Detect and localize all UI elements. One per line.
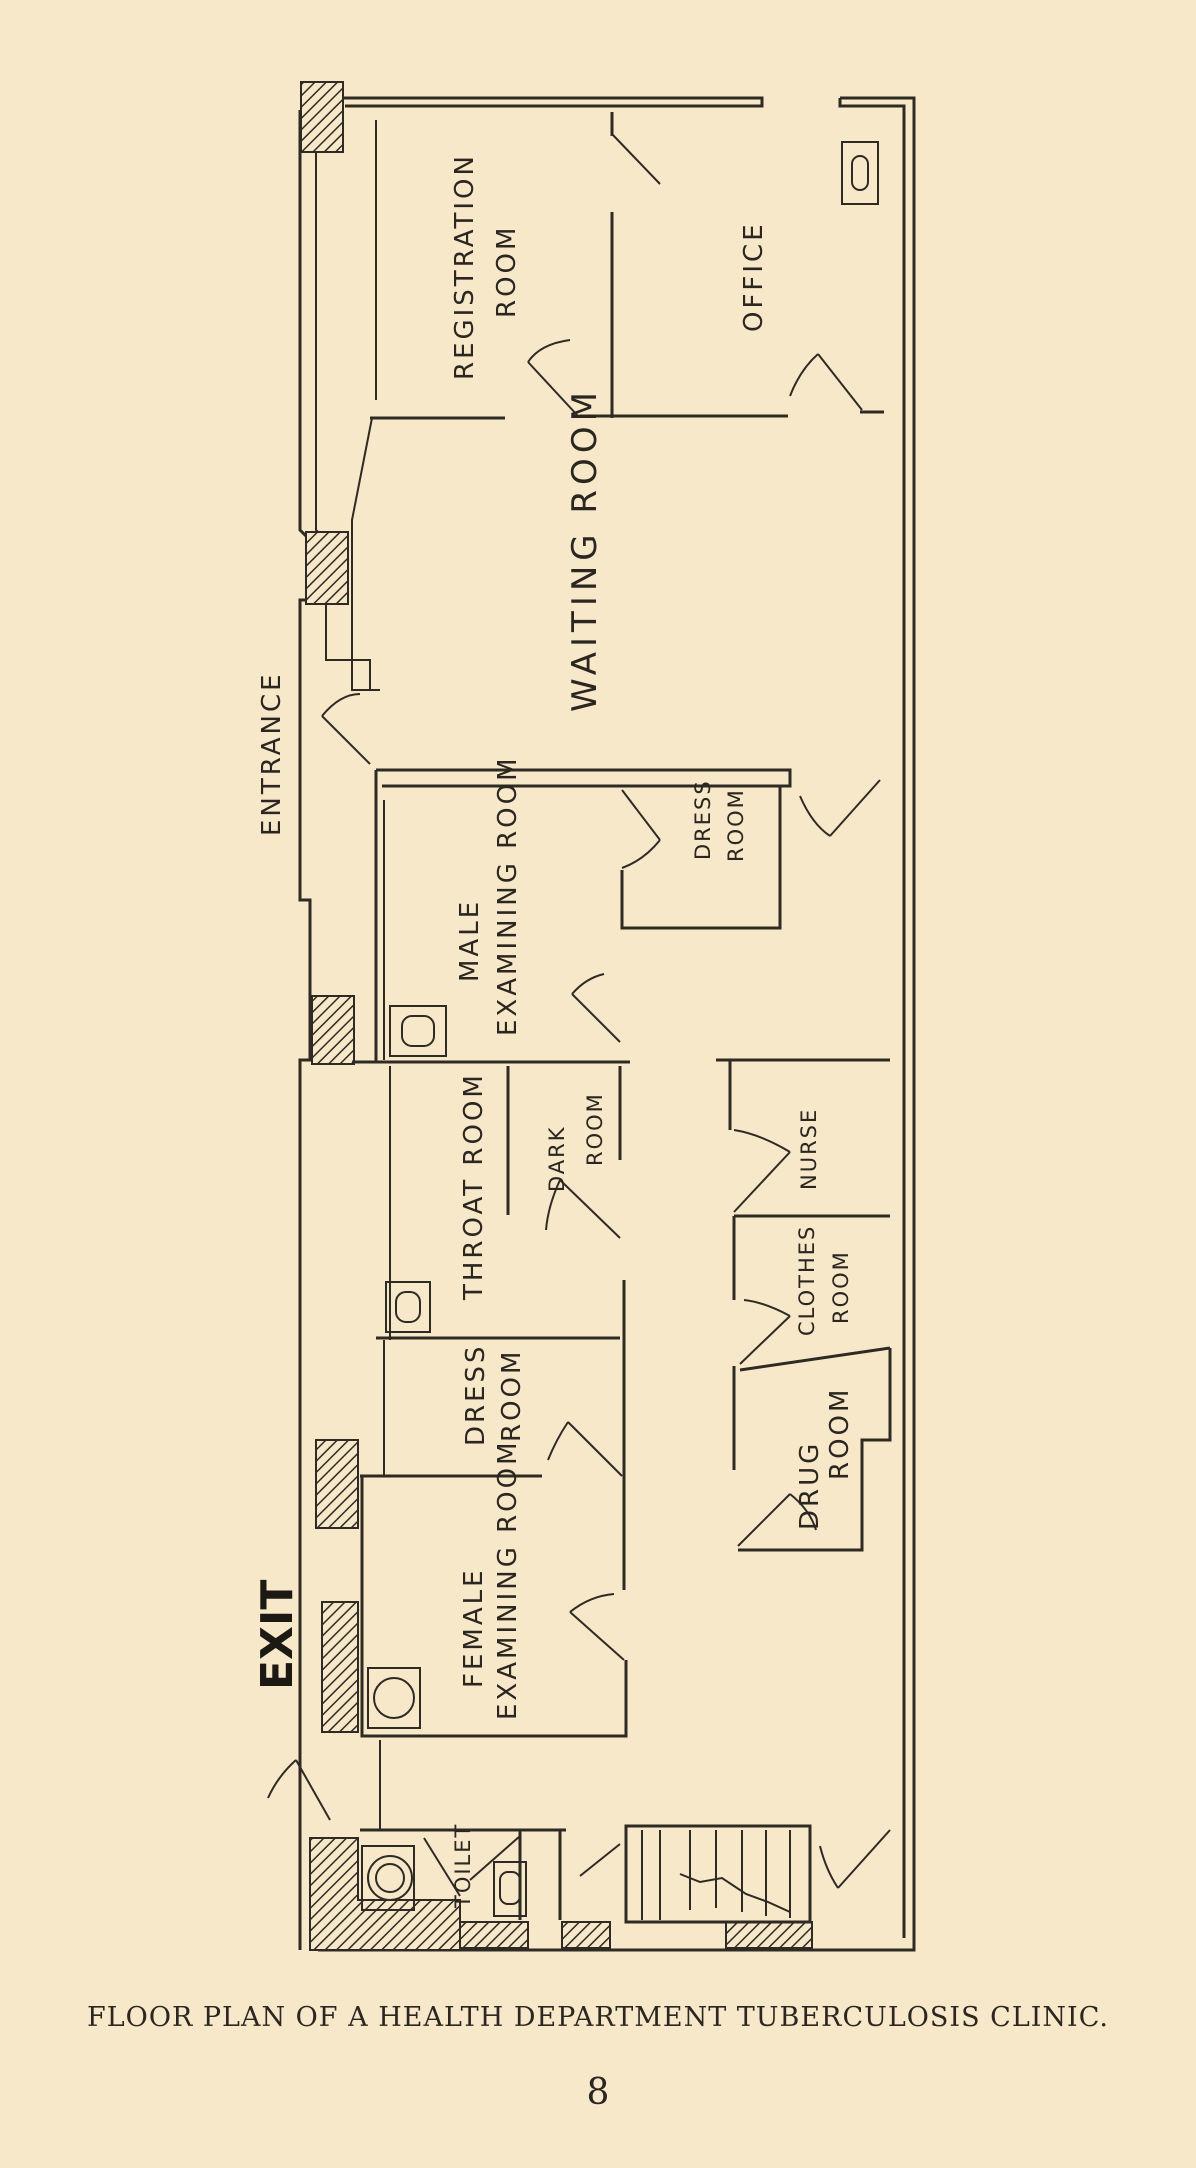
masonry <box>300 81 813 1951</box>
dark-room-label-1: DARK <box>545 1125 569 1192</box>
entrance-label: ENTRANCE <box>257 671 287 836</box>
throat-room-label: THROAT ROOM <box>459 1072 489 1301</box>
drug-label-1: DRUG <box>795 1441 825 1530</box>
dress-room-2-label-2: ROOM <box>497 1349 527 1442</box>
toilet-label: TOILET <box>451 1823 475 1909</box>
fixtures <box>361 141 879 1917</box>
male-label-2: EXAMINING ROOM <box>493 755 523 1036</box>
waiting-room-label: WAITING ROOM <box>565 387 605 712</box>
drug-label-2: ROOM <box>825 1387 855 1480</box>
dark-room-label-2: ROOM <box>583 1092 607 1166</box>
clothes-label-1: CLOTHES <box>795 1225 819 1336</box>
exit-label: EXIT <box>252 1580 303 1690</box>
figure-caption: FLOOR PLAN OF A HEALTH DEPARTMENT TUBERC… <box>87 2002 1109 2033</box>
registration-label-2: ROOM <box>492 225 522 318</box>
page-number: 8 <box>586 2072 610 2113</box>
partitions <box>351 112 892 1924</box>
registration-label-1: REGISTRATION <box>450 153 480 380</box>
office-label: OFFICE <box>739 221 769 332</box>
male-label-1: MALE <box>455 899 485 982</box>
dress-room-2-label-1: DRESS <box>461 1343 491 1446</box>
clothes-label-2: ROOM <box>829 1250 853 1324</box>
dress-room-1-label-2: ROOM <box>724 788 748 862</box>
nurse-label: NURSE <box>797 1108 821 1190</box>
room-labels: REGISTRATION ROOM OFFICE WAITING ROOM EN… <box>252 153 855 1909</box>
female-label-2: EXAMINING ROOM <box>493 1439 523 1720</box>
outer-walls <box>298 96 916 1952</box>
floor-plan: REGISTRATION ROOM OFFICE WAITING ROOM EN… <box>252 81 916 1952</box>
female-label-1: FEMALE <box>459 1567 489 1688</box>
dress-room-1-label-1: DRESS <box>691 779 715 860</box>
doors <box>267 133 891 1897</box>
